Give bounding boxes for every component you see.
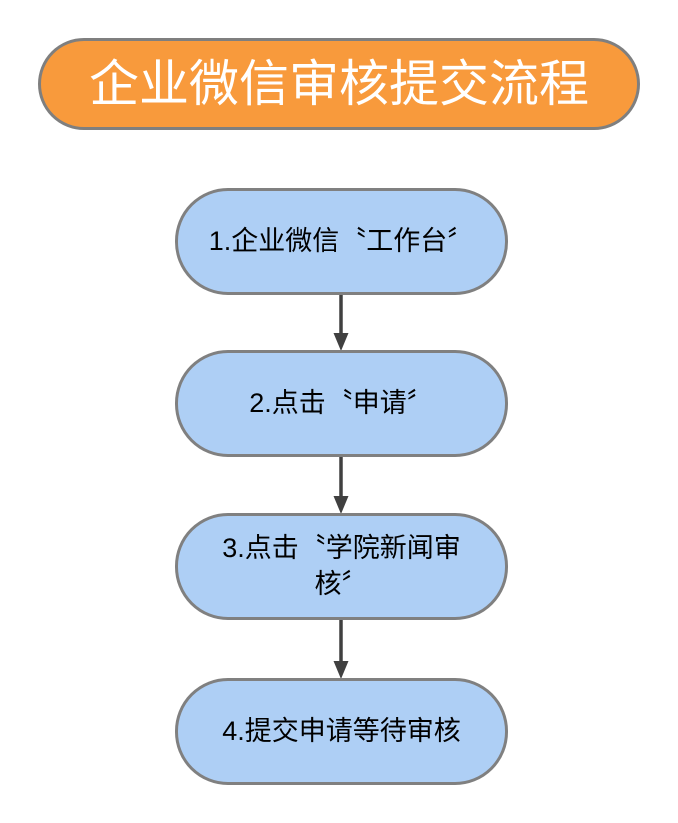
flowchart-node-label-step-1: 1.企业微信〝工作台〞: [208, 225, 475, 256]
flowchart-node-step-4: 4.提交申请等待审核: [175, 678, 508, 785]
arrowhead-icon: [333, 661, 349, 679]
flowchart-node-step-3: 3.点击〝学院新闻审核〞: [175, 513, 508, 620]
flowchart-title-box: 企业微信审核提交流程: [38, 38, 640, 130]
flowchart-arrow-step-3-to-step-4: [333, 620, 349, 679]
page-title: 企业微信审核提交流程: [89, 55, 589, 112]
flowchart-node-label-step-2: 2.点击〝申请〞: [249, 387, 434, 418]
flowchart-node-label-step-3: 3.点击〝学院新闻审核〞: [222, 532, 461, 599]
flowchart-node-label-step-4: 4.提交申请等待审核: [222, 715, 461, 746]
flowchart-node-step-2: 2.点击〝申请〞: [175, 350, 508, 457]
arrowhead-icon: [333, 496, 349, 514]
arrowhead-icon: [333, 333, 349, 351]
flowchart-arrow-step-2-to-step-3: [333, 457, 349, 514]
flowchart-node-step-1: 1.企业微信〝工作台〞: [175, 188, 508, 295]
flowchart-arrow-step-1-to-step-2: [333, 295, 349, 351]
